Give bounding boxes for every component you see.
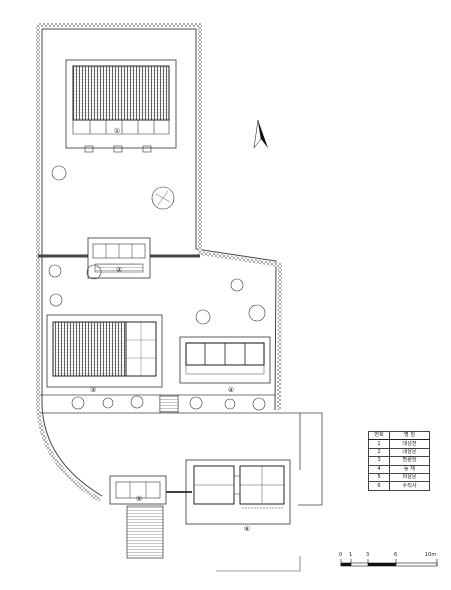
marker-4: ④ xyxy=(228,386,234,394)
legend-no: 5 xyxy=(368,472,390,483)
entrance-stairs xyxy=(126,505,164,559)
legend-header-no: 번호 xyxy=(368,430,390,441)
building-1-daeseongjeon xyxy=(65,59,177,153)
legend-name: 대성전 xyxy=(389,439,430,449)
scale-label: 10m xyxy=(425,552,437,558)
legend-no: 4 xyxy=(368,464,390,474)
legend-header-name: 명 칭 xyxy=(389,430,430,441)
legend-name: 내삼문 xyxy=(389,447,430,458)
legend-name: 수직사 xyxy=(389,481,430,491)
scale-bar xyxy=(340,559,438,567)
marker-2: ② xyxy=(116,266,122,274)
scale-label: 0 xyxy=(339,552,343,558)
marker-3: ③ xyxy=(90,386,96,394)
trees xyxy=(48,165,266,411)
site-boundary xyxy=(216,556,301,572)
legend-no: 6 xyxy=(368,481,390,491)
legend-header: 번호 명 칭 xyxy=(368,430,430,441)
legend-name: 명륜당 xyxy=(389,456,430,466)
marker-5: ⑤ xyxy=(136,495,142,503)
legend-no: 3 xyxy=(368,456,390,466)
legend-no: 1 xyxy=(368,439,390,449)
building-5-oesammun xyxy=(109,475,192,505)
north-arrow-icon xyxy=(253,119,268,149)
building-6-sujiksa xyxy=(185,459,291,525)
wall-hatching xyxy=(36,23,283,502)
marker-6: ⑥ xyxy=(244,525,250,533)
scale-label: 1 xyxy=(349,552,353,558)
marker-1: ① xyxy=(114,127,120,135)
legend-name: 동 재 xyxy=(389,464,430,474)
legend-name: 외삼문 xyxy=(389,472,430,483)
scale-labels: 0 1 3 6 10m xyxy=(339,552,439,560)
legend-no: 2 xyxy=(368,447,390,458)
building-3-myeongnyundang xyxy=(46,314,163,388)
terrace-steps xyxy=(159,395,179,413)
building-4-dongjae xyxy=(179,336,271,384)
building-2-naesammun xyxy=(87,237,151,279)
scale-label: 3 xyxy=(366,552,370,558)
scale-label: 6 xyxy=(394,552,398,558)
